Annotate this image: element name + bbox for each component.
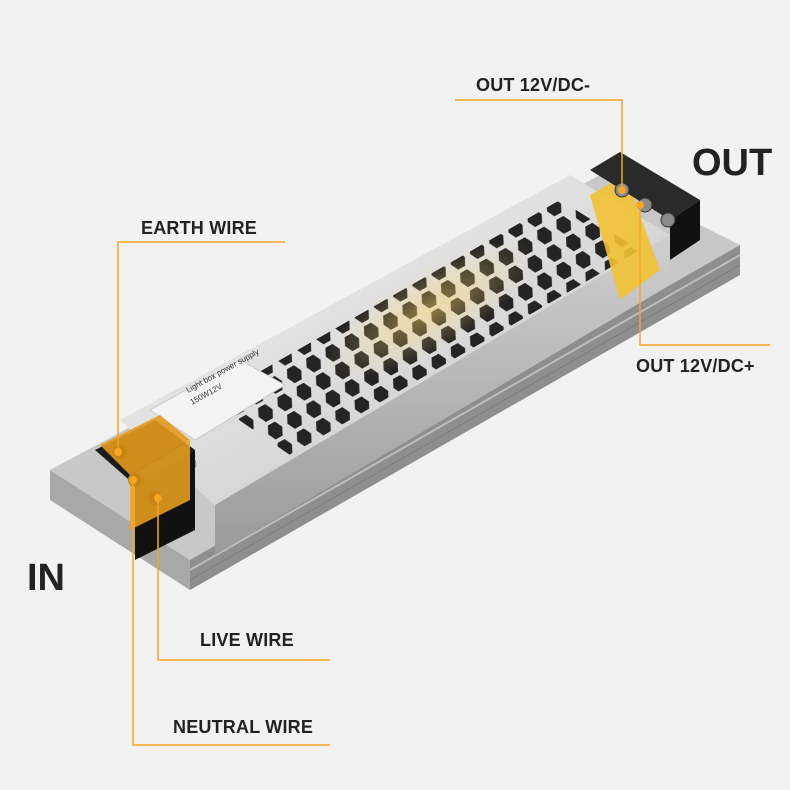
- label-live-wire: LIVE WIRE: [200, 630, 294, 650]
- output-tape: [590, 175, 660, 300]
- case-body: [120, 175, 670, 555]
- label-earth-wire: EARTH WIRE: [141, 218, 257, 238]
- label-neutral-wire: NEUTRAL WIRE: [173, 717, 314, 737]
- label-out: OUT: [692, 142, 773, 184]
- label-out-plus: OUT 12V/DC+: [636, 356, 755, 376]
- label-in: IN: [27, 557, 65, 599]
- label-out-minus: OUT 12V/DC-: [476, 75, 591, 95]
- callout-lines: [114, 99, 770, 746]
